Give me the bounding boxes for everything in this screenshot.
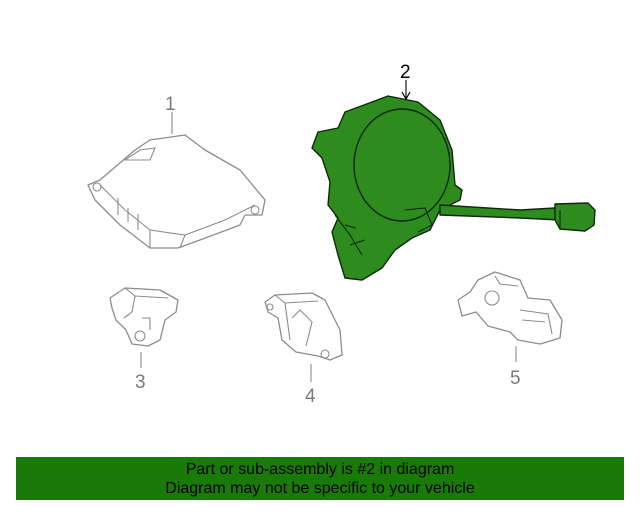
callout-3: 3 xyxy=(135,372,146,393)
callout-5: 5 xyxy=(510,368,521,389)
part-4-impact-sensor[interactable] xyxy=(264,292,343,361)
banner-line-2: Diagram may not be specific to your vehi… xyxy=(165,479,475,497)
callout-2-arrow xyxy=(401,91,411,101)
part-2-clock-spring[interactable] xyxy=(311,95,596,281)
callout-1: 1 xyxy=(165,94,176,115)
part-1-control-module[interactable] xyxy=(87,134,266,249)
banner-line-1: Part or sub-assembly is #2 in diagram xyxy=(185,460,455,478)
part-5-side-sensor[interactable] xyxy=(457,271,563,345)
callout-2: 2 xyxy=(400,62,411,83)
info-banner: Part or sub-assembly is #2 in diagram Di… xyxy=(16,457,624,500)
callout-4: 4 xyxy=(305,386,316,407)
part-3-sensor[interactable] xyxy=(109,287,179,347)
